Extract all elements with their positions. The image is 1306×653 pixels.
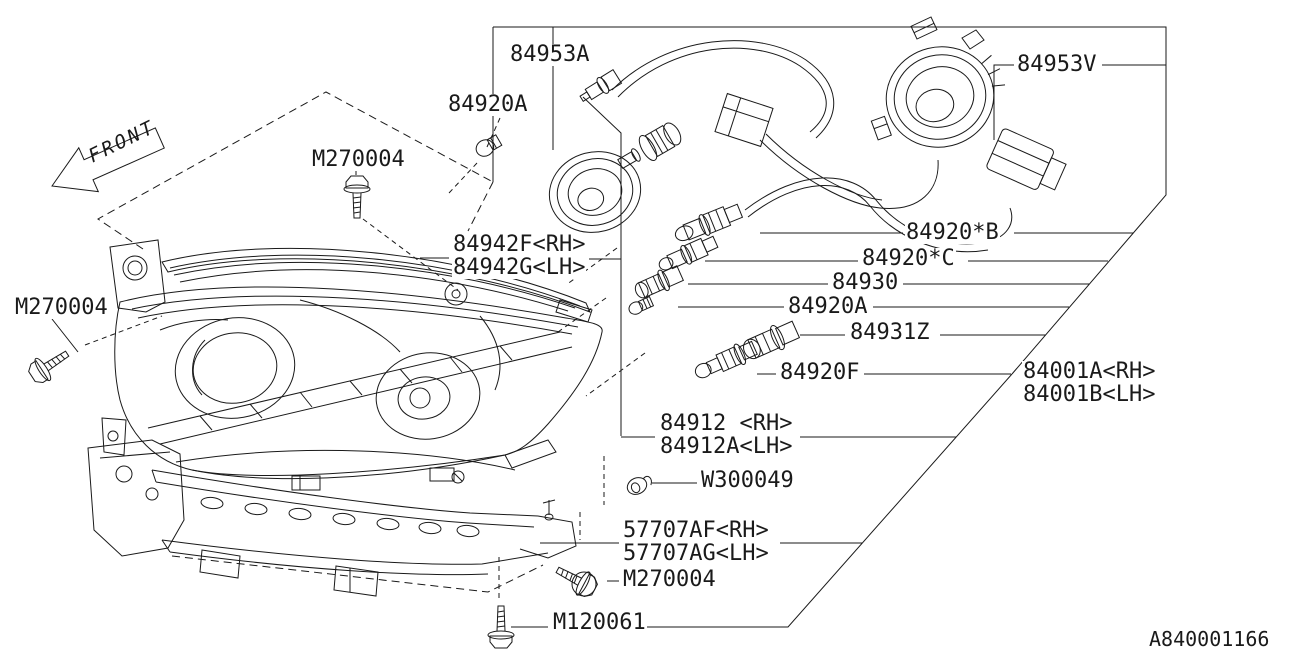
rubber-cover-drawing — [885, 46, 1006, 148]
support-bracket-drawing — [87, 439, 577, 597]
part-label-57707af: 57707AF<RH> — [622, 518, 770, 543]
part-label-84920c: 84920*C — [861, 246, 956, 271]
part-label-84953a: 84953A — [509, 42, 591, 67]
clip-w300049-drawing — [626, 475, 652, 495]
part-label-84920f: 84920F — [779, 360, 861, 385]
bulb-socket-84920F-drawing — [694, 340, 758, 379]
wiring-harness-drawing — [579, 16, 1067, 253]
part-label-84920a-mid: 84920A — [787, 294, 869, 319]
part-label-m270004-bottom: M270004 — [622, 567, 717, 592]
bulb-84930-drawing — [634, 265, 685, 299]
part-label-84001a: 84001A<RH> — [1022, 359, 1157, 384]
socket-84931Z-drawing — [743, 320, 801, 360]
halogen-bulb-drawing — [617, 122, 682, 170]
part-label-m120061: M120061 — [552, 610, 647, 635]
front-direction-arrow — [51, 127, 165, 193]
trim-molding-drawing — [109, 239, 593, 323]
grommet-ring-drawing — [548, 151, 642, 233]
part-label-57707ag: 57707AG<LH> — [622, 541, 770, 566]
part-label-84912: 84912 <RH> — [659, 411, 794, 436]
part-label-84930: 84930 — [831, 270, 900, 295]
part-label-m270004-left: M270004 — [14, 295, 109, 320]
fasteners — [24, 175, 652, 649]
part-label-m270004-top: M270004 — [311, 147, 406, 172]
bulbs-and-sockets — [475, 122, 801, 379]
socket-84920B-drawing — [674, 203, 744, 242]
drawing-number: A840001166 — [1149, 627, 1270, 651]
part-label-84931z: 84931Z — [849, 320, 931, 345]
part-label-84942g: 84942G<LH> — [452, 255, 587, 280]
part-label-84942f: 84942F<RH> — [452, 232, 587, 257]
part-label-w300049: W300049 — [700, 468, 795, 493]
part-label-84001b: 84001B<LH> — [1022, 382, 1157, 407]
part-label-84920a-top: 84920A — [447, 92, 529, 117]
leader-lines — [51, 26, 1167, 628]
part-label-84953v: 84953V — [1016, 52, 1098, 77]
part-label-84920b: 84920*B — [905, 220, 1000, 245]
wedge-bulb-mid-drawing — [628, 295, 655, 315]
part-label-84912a: 84912A<LH> — [659, 434, 794, 459]
wedge-bulb-top-drawing — [475, 134, 503, 157]
headlamp-lens-body-drawing — [101, 286, 603, 491]
